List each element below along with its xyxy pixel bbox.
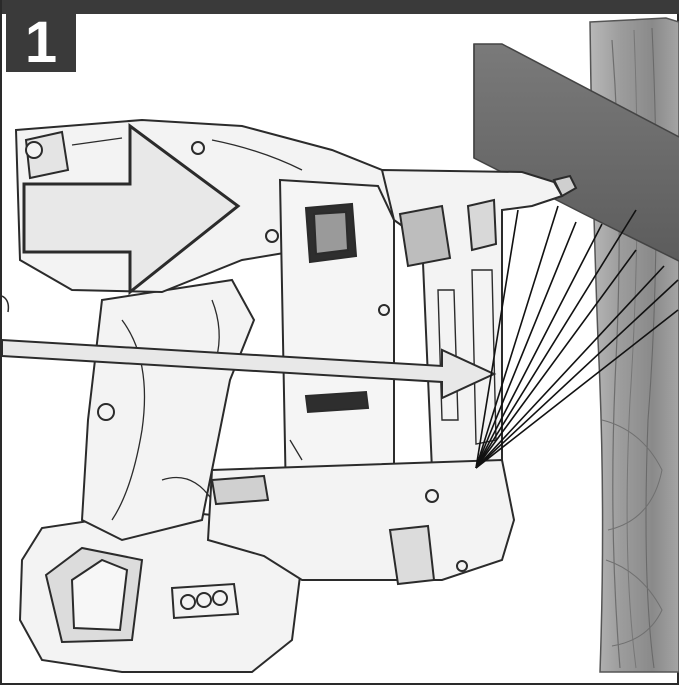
- tool-base: [206, 458, 516, 586]
- cable-hook-mark: [2, 295, 10, 313]
- pointer-arrow: [2, 338, 497, 400]
- wood-board: [473, 43, 679, 262]
- battery-pack: [18, 508, 304, 673]
- header-bar: [2, 0, 679, 14]
- push-direction-arrow: [22, 123, 241, 296]
- nail-placement-lines: [475, 205, 679, 469]
- tool-magazine: [380, 168, 578, 482]
- step-number-badge: 1: [6, 14, 76, 72]
